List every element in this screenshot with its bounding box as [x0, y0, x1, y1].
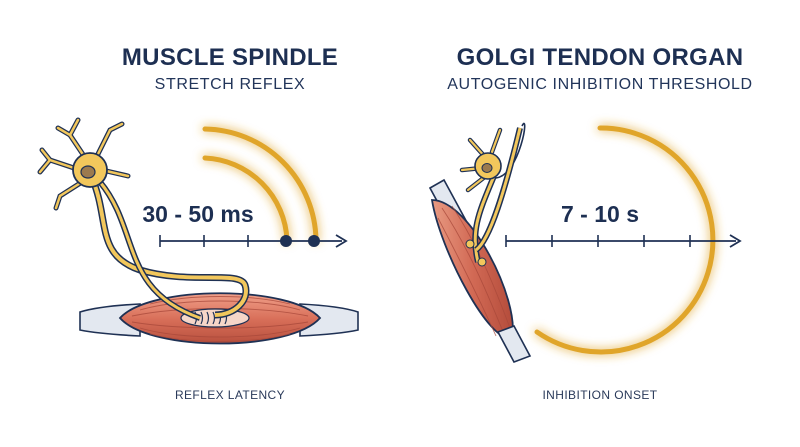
left-timing-arcs — [202, 126, 319, 243]
right-title: GOLGI TENDON ORGAN — [456, 44, 744, 71]
right-sensory-neuron — [459, 122, 526, 267]
right-arc — [534, 125, 716, 355]
left-sensory-neuron — [37, 117, 250, 321]
left-caption: REFLEX LATENCY — [174, 388, 286, 402]
left-muscle-fibers — [131, 296, 309, 342]
left-tendon-right — [299, 303, 359, 337]
right-onset-value: 7 - 10 s — [561, 201, 639, 227]
left-arc-inner — [202, 155, 290, 243]
left-tendon-left — [79, 303, 141, 337]
left-arc-outer — [202, 126, 319, 243]
left-marker-min — [280, 235, 292, 247]
right-muscle-belly — [430, 199, 514, 339]
right-caption: INHIBITION ONSET — [542, 388, 658, 402]
left-muscle-group — [79, 292, 359, 345]
right-time-axis — [505, 234, 742, 248]
left-time-axis — [159, 234, 348, 248]
right-muscle-group — [428, 178, 532, 363]
left-subtitle: STRETCH REFLEX — [154, 76, 306, 93]
left-title: MUSCLE SPINDLE — [121, 44, 339, 71]
right-subtitle: AUTOGENIC INHIBITION THRESHOLD — [447, 76, 753, 93]
left-latency-value: 30 - 50 ms — [142, 201, 254, 227]
left-marker-max — [308, 235, 320, 247]
